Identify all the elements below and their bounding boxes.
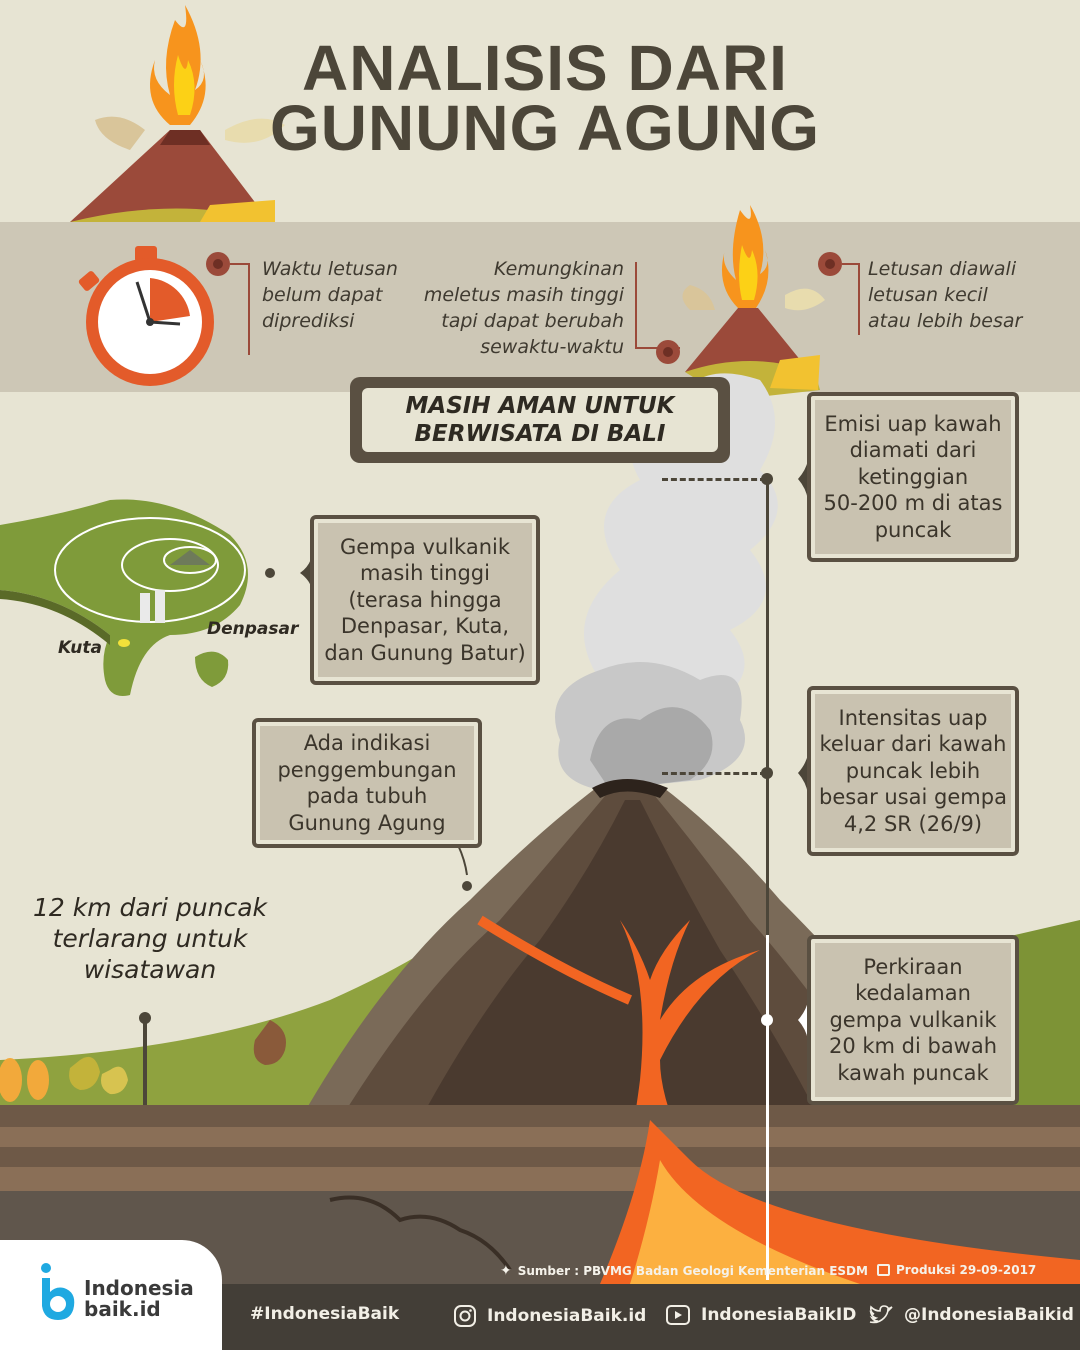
box-line: ketinggian xyxy=(857,464,969,489)
box-line: (terasa hingga xyxy=(348,587,502,612)
note-line: belum dapat xyxy=(262,284,383,306)
box-line: Emisi uap kawah xyxy=(824,411,1002,436)
twitter-icon xyxy=(869,1305,893,1324)
safe-tourism-badge: MASIH AMAN UNTUK BERWISATA DI BALI xyxy=(350,377,730,463)
footer-hashtag[interactable]: #IndonesiaBaik xyxy=(250,1304,399,1324)
indonesiabaik-logo[interactable]: Indonesia baik.id xyxy=(0,1240,222,1350)
volcano-icon xyxy=(70,5,285,222)
note-line: sewaktu-waktu xyxy=(480,336,624,358)
note-line: tapi dapat berubah xyxy=(441,310,624,332)
box-line: Gunung Agung xyxy=(288,810,446,835)
note-line: Waktu letusan xyxy=(262,258,398,280)
pin-icon: ✦ xyxy=(500,1263,512,1279)
dashed-marker xyxy=(662,772,766,775)
map-icon xyxy=(0,499,248,696)
zone-line: 12 km dari puncak xyxy=(33,893,267,922)
hashtag-text: #IndonesiaBaik xyxy=(250,1304,400,1324)
title-line-1: ANALISIS DARI xyxy=(302,32,788,104)
footer-youtube[interactable]: IndonesiaBaikID xyxy=(665,1304,856,1326)
stopwatch-icon xyxy=(78,246,214,386)
box-line: kedalaman xyxy=(855,981,971,1006)
zone-line: terlarang untuk xyxy=(52,924,248,953)
box-line: Gempa vulkanik xyxy=(339,534,511,559)
label-denpasar: Denpasar xyxy=(207,619,299,639)
box-line: Perkiraan xyxy=(863,954,963,979)
instagram-icon xyxy=(454,1305,476,1327)
box-line: dan Gunung Batur) xyxy=(324,640,526,665)
note-possibility: Kemungkinan meletus masih tinggi tapi da… xyxy=(420,256,624,360)
source-text: Sumber : PBVMG Badan Geologi Kementerian… xyxy=(517,1264,868,1278)
box-quake-depth: Perkiraan kedalaman gempa vulkanik 20 km… xyxy=(807,935,1019,1105)
box-steam-emission: Emisi uap kawah diamati dari ketinggian … xyxy=(807,392,1019,562)
box-line: 50-200 m di atas xyxy=(823,491,1003,516)
box-swelling: Ada indikasi penggembungan pada tubuh Gu… xyxy=(252,718,482,848)
timeline-line-lower xyxy=(766,935,769,1280)
box-line: Intensitas uap xyxy=(838,705,988,730)
note-eruption-start: Letusan diawali letusan kecil atau lebih… xyxy=(868,256,1022,334)
box-line: kawah puncak xyxy=(837,1060,989,1085)
box-line: pada tubuh xyxy=(306,784,428,808)
zone-line: wisatawan xyxy=(83,955,217,984)
badge-inner: MASIH AMAN UNTUK BERWISATA DI BALI xyxy=(362,388,718,452)
logo-line-1: Indonesia xyxy=(84,1276,194,1300)
badge-line-2: BERWISATA DI BALI xyxy=(414,421,666,447)
note-line: Letusan diawali xyxy=(868,258,1017,280)
production-date: Produksi 29-09-2017 xyxy=(877,1263,1036,1277)
left-connectors xyxy=(265,560,472,891)
label-kuta: Kuta xyxy=(58,638,102,658)
box-line: penggembungan xyxy=(277,757,457,782)
production-text: Produksi 29-09-2017 xyxy=(896,1263,1037,1277)
twitter-text: @IndonesiaBaikid xyxy=(904,1305,1074,1325)
logo-mark-icon xyxy=(41,1263,75,1320)
instagram-text: IndonesiaBaik.id xyxy=(487,1306,647,1326)
box-line: Ada indikasi xyxy=(303,731,431,755)
right-connectors xyxy=(761,460,808,1040)
youtube-icon xyxy=(666,1305,690,1325)
box-line: puncak lebih xyxy=(845,758,981,783)
note-line: Kemungkinan xyxy=(493,258,624,280)
box-line: 4,2 SR (26/9) xyxy=(843,811,983,836)
note-line: meletus masih tinggi xyxy=(423,284,624,306)
badge-line-1: MASIH AMAN UNTUK xyxy=(405,393,675,419)
footer-instagram[interactable]: IndonesiaBaik.id xyxy=(453,1304,646,1328)
box-line: keluar dari kawah xyxy=(819,732,1007,757)
box-steam-intensity: Intensitas uap keluar dari kawah puncak … xyxy=(807,686,1019,856)
dashed-marker xyxy=(662,478,766,481)
timeline-line xyxy=(766,478,769,938)
logo-line-2: baik.id xyxy=(84,1297,161,1321)
box-line: besar usai gempa xyxy=(819,785,1007,810)
box-line: puncak xyxy=(874,517,952,542)
box-line: diamati dari xyxy=(849,438,977,463)
note-connectors xyxy=(206,252,860,364)
youtube-text: IndonesiaBaikID xyxy=(701,1305,857,1325)
source-credit: ✦ Sumber : PBVMG Badan Geologi Kementeri… xyxy=(500,1263,868,1279)
box-line: gempa vulkanik xyxy=(829,1007,997,1032)
title-line-2: GUNUNG AGUNG xyxy=(269,92,821,164)
note-line: diprediksi xyxy=(262,310,355,332)
footer-twitter[interactable]: @IndonesiaBaikid xyxy=(868,1304,1074,1326)
restricted-zone-note: 12 km dari puncak terlarang untuk wisata… xyxy=(20,892,280,985)
box-line: masih tinggi xyxy=(360,561,490,586)
page-title: ANALISIS DARI GUNUNG AGUNG xyxy=(250,32,840,164)
box-line: 20 km di bawah xyxy=(828,1034,998,1059)
note-prediction: Waktu letusan belum dapat diprediksi xyxy=(262,256,398,334)
calendar-icon xyxy=(877,1264,890,1276)
logo-text: Indonesia baik.id xyxy=(84,1278,194,1320)
box-line: Denpasar, Kuta, xyxy=(340,614,510,639)
note-line: letusan kecil xyxy=(868,284,988,306)
note-line: atau lebih besar xyxy=(868,310,1023,332)
box-volcanic-quake: Gempa vulkanik masih tinggi (terasa hing… xyxy=(310,515,540,685)
